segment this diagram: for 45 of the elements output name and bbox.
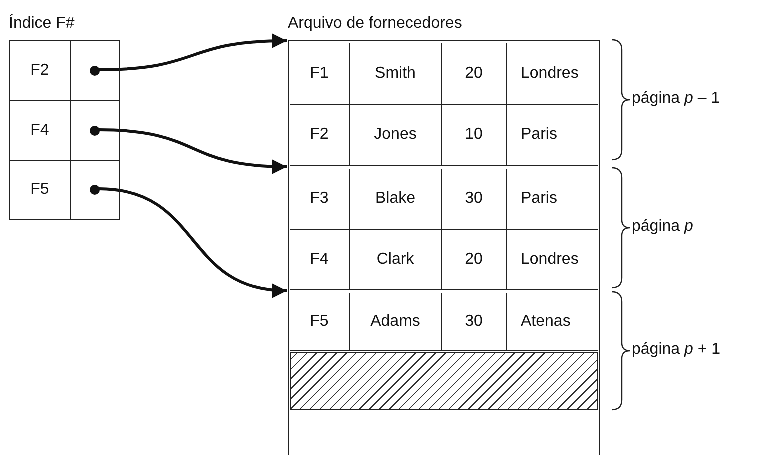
- city-name: Atenas: [520, 312, 572, 332]
- page-block: [289, 291, 599, 411]
- city-name: Londres: [520, 250, 580, 270]
- supplier-code: F3: [290, 169, 350, 229]
- index-row: [10, 101, 119, 161]
- supplier-name: Jones: [350, 105, 442, 165]
- pointer-dot: [90, 185, 100, 195]
- city-name: Paris: [520, 125, 558, 145]
- arrow: [98, 34, 288, 72]
- page-block: [289, 167, 599, 291]
- status-value: 30: [442, 169, 507, 229]
- arrow: [98, 128, 288, 174]
- record-row: [290, 43, 598, 105]
- record-row: [290, 105, 598, 166]
- supplier-code: F1: [290, 43, 350, 104]
- status-value: 20: [442, 230, 507, 289]
- supplier-name: Adams: [350, 293, 442, 350]
- record-row: [290, 293, 598, 351]
- record-row: [290, 230, 598, 290]
- status-value: 20: [442, 43, 507, 104]
- hatched-area: [290, 352, 598, 410]
- status-value: 30: [442, 293, 507, 350]
- city-name: Paris: [520, 189, 558, 209]
- status-value: 10: [442, 105, 507, 165]
- index-key: F2: [10, 41, 71, 100]
- supplier-name: Blake: [350, 169, 442, 229]
- supplier-name: Clark: [350, 230, 442, 289]
- table-heading: Índice F#: [9, 15, 75, 33]
- table-heading: Arquivo de fornecedores: [288, 15, 462, 33]
- pointer-dot: [90, 126, 100, 136]
- pointer-dot: [90, 66, 100, 76]
- record-row: [290, 169, 598, 230]
- supplier-name: Smith: [350, 43, 442, 104]
- page-block: [289, 41, 599, 167]
- arrow: [98, 188, 288, 298]
- supplier-code: F5: [290, 293, 350, 350]
- page-label: página p + 1: [632, 341, 721, 359]
- index-row: [10, 41, 119, 101]
- index-key: F5: [10, 161, 71, 219]
- index-key: F4: [10, 101, 71, 160]
- city-name: Londres: [520, 64, 580, 84]
- page-label: página p – 1: [632, 90, 720, 108]
- supplier-code: F4: [290, 230, 350, 289]
- page-label: página p: [632, 218, 694, 236]
- supplier-code: F2: [290, 105, 350, 165]
